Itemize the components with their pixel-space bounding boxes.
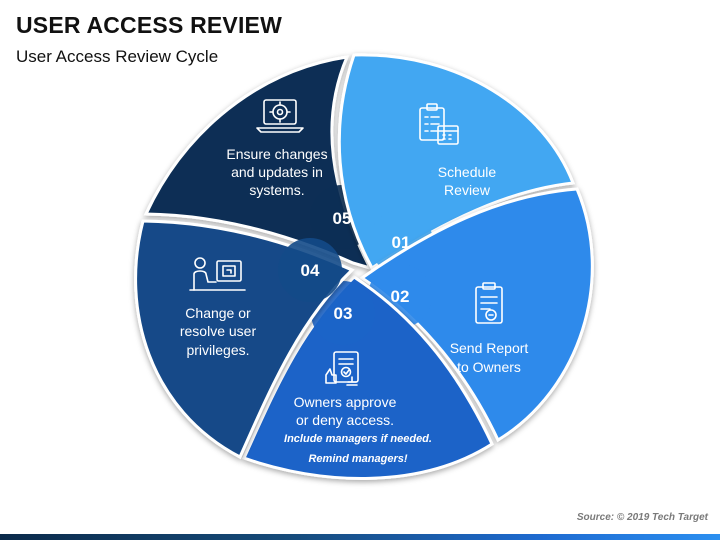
segment-03-number: 03	[334, 304, 353, 323]
segment-03-note-2: Remind managers!	[308, 453, 407, 465]
segment-05-line-1: Ensure changes	[226, 146, 327, 162]
segment-05-number: 05	[333, 209, 352, 228]
segment-03-shape	[241, 275, 494, 480]
segment-04-line-3: privileges.	[186, 342, 249, 358]
segment-03-note-1: Include managers if needed.	[284, 433, 432, 445]
laptop-settings-icon	[256, 99, 304, 133]
segment-03	[241, 275, 494, 480]
user-computer-icon	[189, 257, 246, 291]
segment-05-line-3: systems.	[249, 182, 304, 198]
segment-05-line-2: and updates in	[231, 164, 323, 180]
segment-02-line-1: Send Report	[450, 340, 529, 356]
segment-02-number: 02	[391, 287, 410, 306]
segment-04-line-2: resolve user	[180, 323, 257, 339]
schedule-calendar-icon	[419, 103, 459, 145]
segment-04-number: 04	[301, 261, 320, 280]
segment-02-shape	[359, 187, 594, 443]
approval-stamp-icon	[325, 351, 359, 386]
segment-01-number: 01	[392, 233, 411, 252]
segment-02-line-2: to Owners	[457, 359, 521, 375]
segment-01-line-2: Review	[444, 182, 491, 198]
segment-03-line-2: or deny access.	[296, 412, 394, 428]
source-credit: Source: © 2019 Tech Target	[576, 512, 708, 523]
segment-04-inner-disc	[278, 238, 342, 302]
segment-04	[134, 219, 355, 460]
page-subtitle: User Access Review Cycle	[16, 47, 219, 66]
bottom-accent-bar	[0, 534, 720, 540]
page-title: USER ACCESS REVIEW	[16, 12, 283, 38]
segment-03-line-1: Owners approve	[294, 394, 397, 410]
segment-04-line-1: Change or	[185, 305, 251, 321]
segment-01-line-1: Schedule	[438, 164, 497, 180]
report-document-icon	[475, 282, 503, 324]
